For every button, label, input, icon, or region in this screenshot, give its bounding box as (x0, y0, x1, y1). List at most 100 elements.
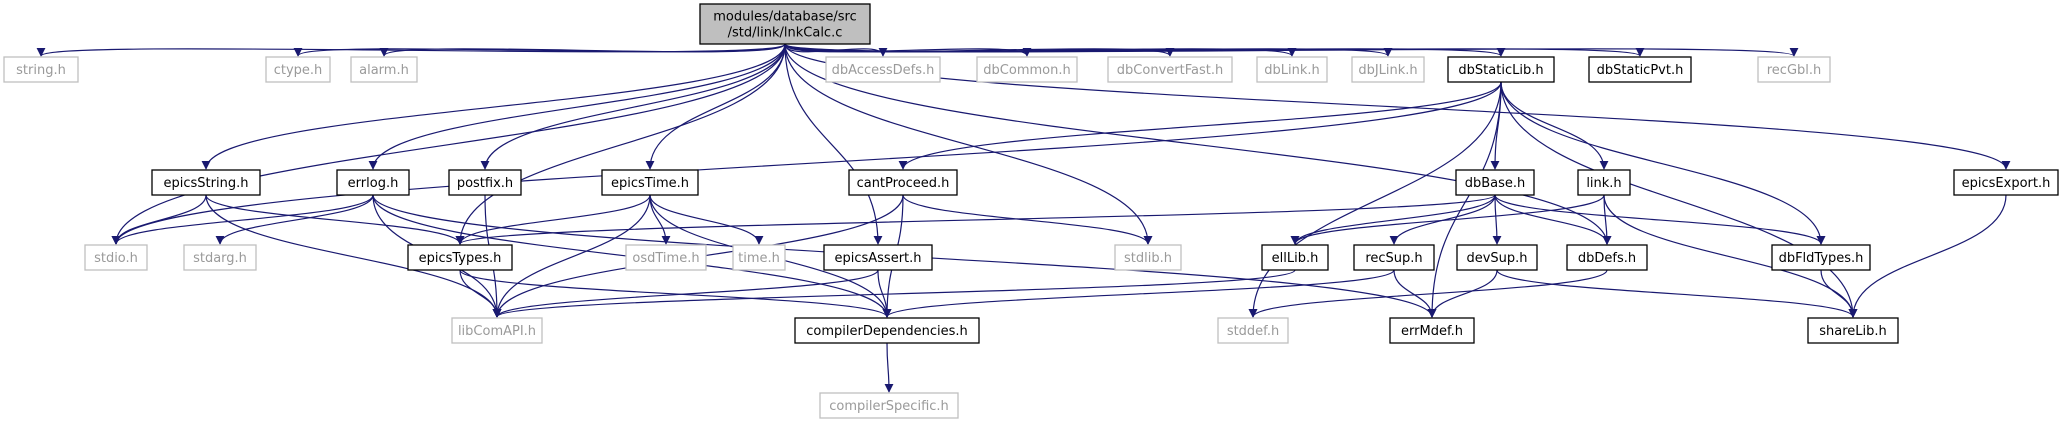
node-sharelib-h[interactable]: shareLib.h (1807, 317, 1899, 344)
node-libcomapi-h[interactable]: libComAPI.h (451, 317, 543, 344)
node-epicsassert-h[interactable]: epicsAssert.h (823, 244, 933, 271)
node-time-h[interactable]: time.h (732, 244, 786, 271)
node-recgbl-h[interactable]: recGbl.h (1757, 56, 1831, 83)
node-dbcommon-h[interactable]: dbCommon.h (976, 56, 1078, 83)
edge-root-to-postfix-h (480, 43, 786, 170)
node-epicstypes-h[interactable]: epicsTypes.h (407, 244, 513, 271)
dependency-edges (36, 43, 2011, 393)
edge-root-to-errlog-h (368, 43, 786, 170)
node-box (407, 244, 513, 271)
node-label: link.h (1586, 176, 1621, 191)
node-label: dbAccessDefs.h (832, 63, 935, 78)
node-stdlib-h[interactable]: stdlib.h (1114, 244, 1182, 271)
node-label: dbStaticPvt.h (1597, 63, 1684, 78)
node-dbjlink-h[interactable]: dbJLink.h (1351, 56, 1425, 83)
node-label: modules/database/src (713, 10, 857, 25)
node-epicsstring-h[interactable]: epicsString.h (151, 169, 261, 196)
edge-epicsassert-h-to-libcomapi-h (492, 269, 879, 318)
node-dbfldtypes-h[interactable]: dbFldTypes.h (1771, 244, 1871, 271)
node-box (1447, 56, 1555, 83)
node-label: recSup.h (1365, 251, 1422, 266)
edge-root-to-alarm-h (379, 43, 786, 57)
node-box (601, 169, 699, 196)
node-box (1953, 169, 2059, 196)
node-string-h[interactable]: string.h (3, 56, 79, 83)
node-dbaccessdefs-h[interactable]: dbAccessDefs.h (825, 56, 941, 83)
node-label: cantProceed.h (857, 176, 950, 191)
edge-dbbase-h-to-dbdefs-h (1494, 194, 1612, 245)
node-epicsexport-h[interactable]: epicsExport.h (1953, 169, 2059, 196)
node-dblink-h[interactable]: dbLink.h (1256, 56, 1328, 83)
edge-root-to-stdlib-h (784, 43, 1153, 245)
edge-epicstypes-h-to-compilerdependencies-h (459, 269, 892, 318)
node-box (625, 244, 707, 271)
edge-dbstaticlib-h-to-errmdef-h (1427, 81, 1502, 318)
node-box (823, 244, 933, 271)
node-box (1256, 56, 1328, 83)
edge-dbstaticlib-h-to-stddef-h (1248, 81, 1502, 318)
edge-cantproceed-h-to-stdlib-h (902, 194, 1153, 245)
node-label: epicsString.h (164, 176, 249, 191)
node-label: dbBase.h (1465, 176, 1526, 191)
node-label: postfix.h (457, 176, 513, 191)
edge-dbstaticlib-h-to-dbfldtypes-h (1500, 81, 1826, 245)
node-box (1389, 317, 1475, 344)
node-recsup-h[interactable]: recSup.h (1353, 244, 1435, 271)
edge-devsup-h-to-sharelib-h (1496, 269, 1858, 318)
node-dbstaticpvt-h[interactable]: dbStaticPvt.h (1588, 56, 1692, 83)
node-label: compilerDependencies.h (806, 324, 967, 339)
node-dbstaticlib-h[interactable]: dbStaticLib.h (1447, 56, 1555, 83)
node-dbconvertfast-h[interactable]: dbConvertFast.h (1107, 56, 1233, 83)
edge-elllib-h-to-libcomapi-h (492, 269, 1296, 318)
node-devsup-h[interactable]: devSup.h (1456, 244, 1538, 271)
node-stdio-h[interactable]: stdio.h (84, 244, 148, 271)
node-box (1588, 56, 1692, 83)
edge-root-to-recgbl-h (784, 43, 1799, 57)
node-label: compilerSpecific.h (829, 399, 949, 414)
node-label: shareLib.h (1819, 324, 1887, 339)
node-box (848, 169, 958, 196)
node-box (1217, 317, 1289, 344)
node-label: dbFldTypes.h (1779, 251, 1864, 266)
node-label: dbCommon.h (983, 63, 1070, 78)
edge-epicstime-h-to-libcomapi-h (492, 194, 651, 318)
node-box (1456, 244, 1538, 271)
node-compilerspecific-h[interactable]: compilerSpecific.h (819, 392, 959, 419)
node-alarm-h[interactable]: alarm.h (350, 56, 418, 83)
edge-recsup-h-to-compilerdependencies-h (882, 269, 1395, 318)
edge-epicstime-h-to-osdtime-h (649, 194, 671, 245)
edge-root-to-stdio-h (111, 43, 786, 245)
node-box (1353, 244, 1435, 271)
node-label: string.h (16, 63, 66, 78)
edge-dbstaticlib-h-to-sharelib-h (1500, 81, 1858, 318)
node-compilerdependencies-h[interactable]: compilerDependencies.h (794, 317, 980, 344)
node-label: stddef.h (1227, 324, 1279, 339)
node-elllib-h[interactable]: ellLib.h (1261, 244, 1329, 271)
node-label: epicsAssert.h (834, 251, 921, 266)
node-dbbase-h[interactable]: dbBase.h (1455, 169, 1535, 196)
node-label: libComAPI.h (458, 324, 536, 339)
node-root[interactable]: modules/database/src/std/link/lnkCalc.c (699, 3, 871, 45)
node-label: epicsTypes.h (419, 251, 502, 266)
node-cantproceed-h[interactable]: cantProceed.h (848, 169, 958, 196)
node-osdtime-h[interactable]: osdTime.h (625, 244, 707, 271)
node-dbdefs-h[interactable]: dbDefs.h (1566, 244, 1648, 271)
node-label: dbJLink.h (1358, 63, 1417, 78)
node-postfix-h[interactable]: postfix.h (448, 169, 522, 196)
edge-root-to-epicsstring-h (201, 43, 786, 170)
node-label: epicsTime.h (611, 176, 689, 191)
edge-dbbase-h-to-devsup-h (1492, 194, 1502, 245)
node-label: ctype.h (274, 63, 323, 78)
node-errlog-h[interactable]: errlog.h (336, 169, 410, 196)
node-link-h[interactable]: link.h (1577, 169, 1631, 196)
node-stddef-h[interactable]: stddef.h (1217, 317, 1289, 344)
node-box (1455, 169, 1535, 196)
node-box (794, 317, 980, 344)
node-ctype-h[interactable]: ctype.h (265, 56, 331, 83)
node-epicstime-h[interactable]: epicsTime.h (601, 169, 699, 196)
edge-epicsstring-h-to-libcomapi-h (205, 194, 502, 318)
node-errmdef-h[interactable]: errMdef.h (1389, 317, 1475, 344)
node-box (1107, 56, 1233, 83)
node-stdarg-h[interactable]: stdarg.h (183, 244, 257, 271)
edge-epicstypes-h-to-libcomapi-h (459, 269, 502, 318)
